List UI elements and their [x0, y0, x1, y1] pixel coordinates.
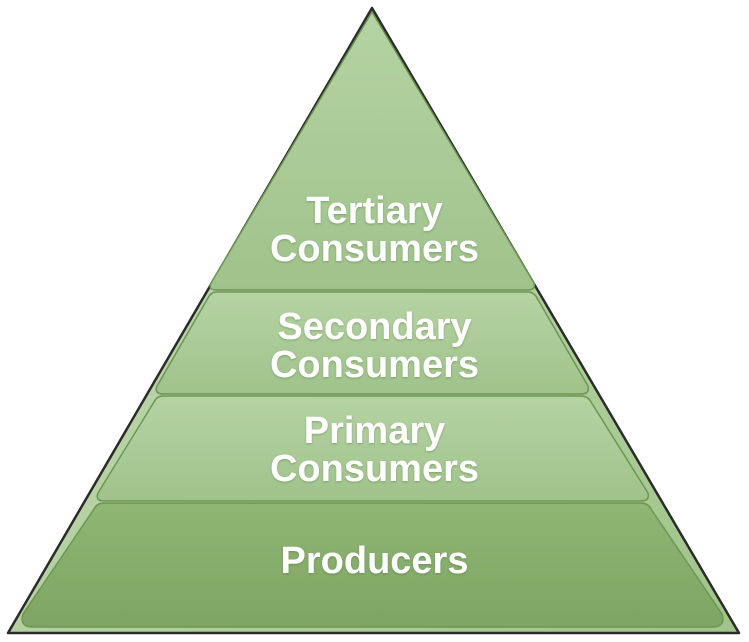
band-producers — [21, 502, 724, 628]
band-tertiary — [209, 10, 536, 291]
band-secondary — [155, 291, 590, 395]
band-primary — [96, 395, 650, 502]
